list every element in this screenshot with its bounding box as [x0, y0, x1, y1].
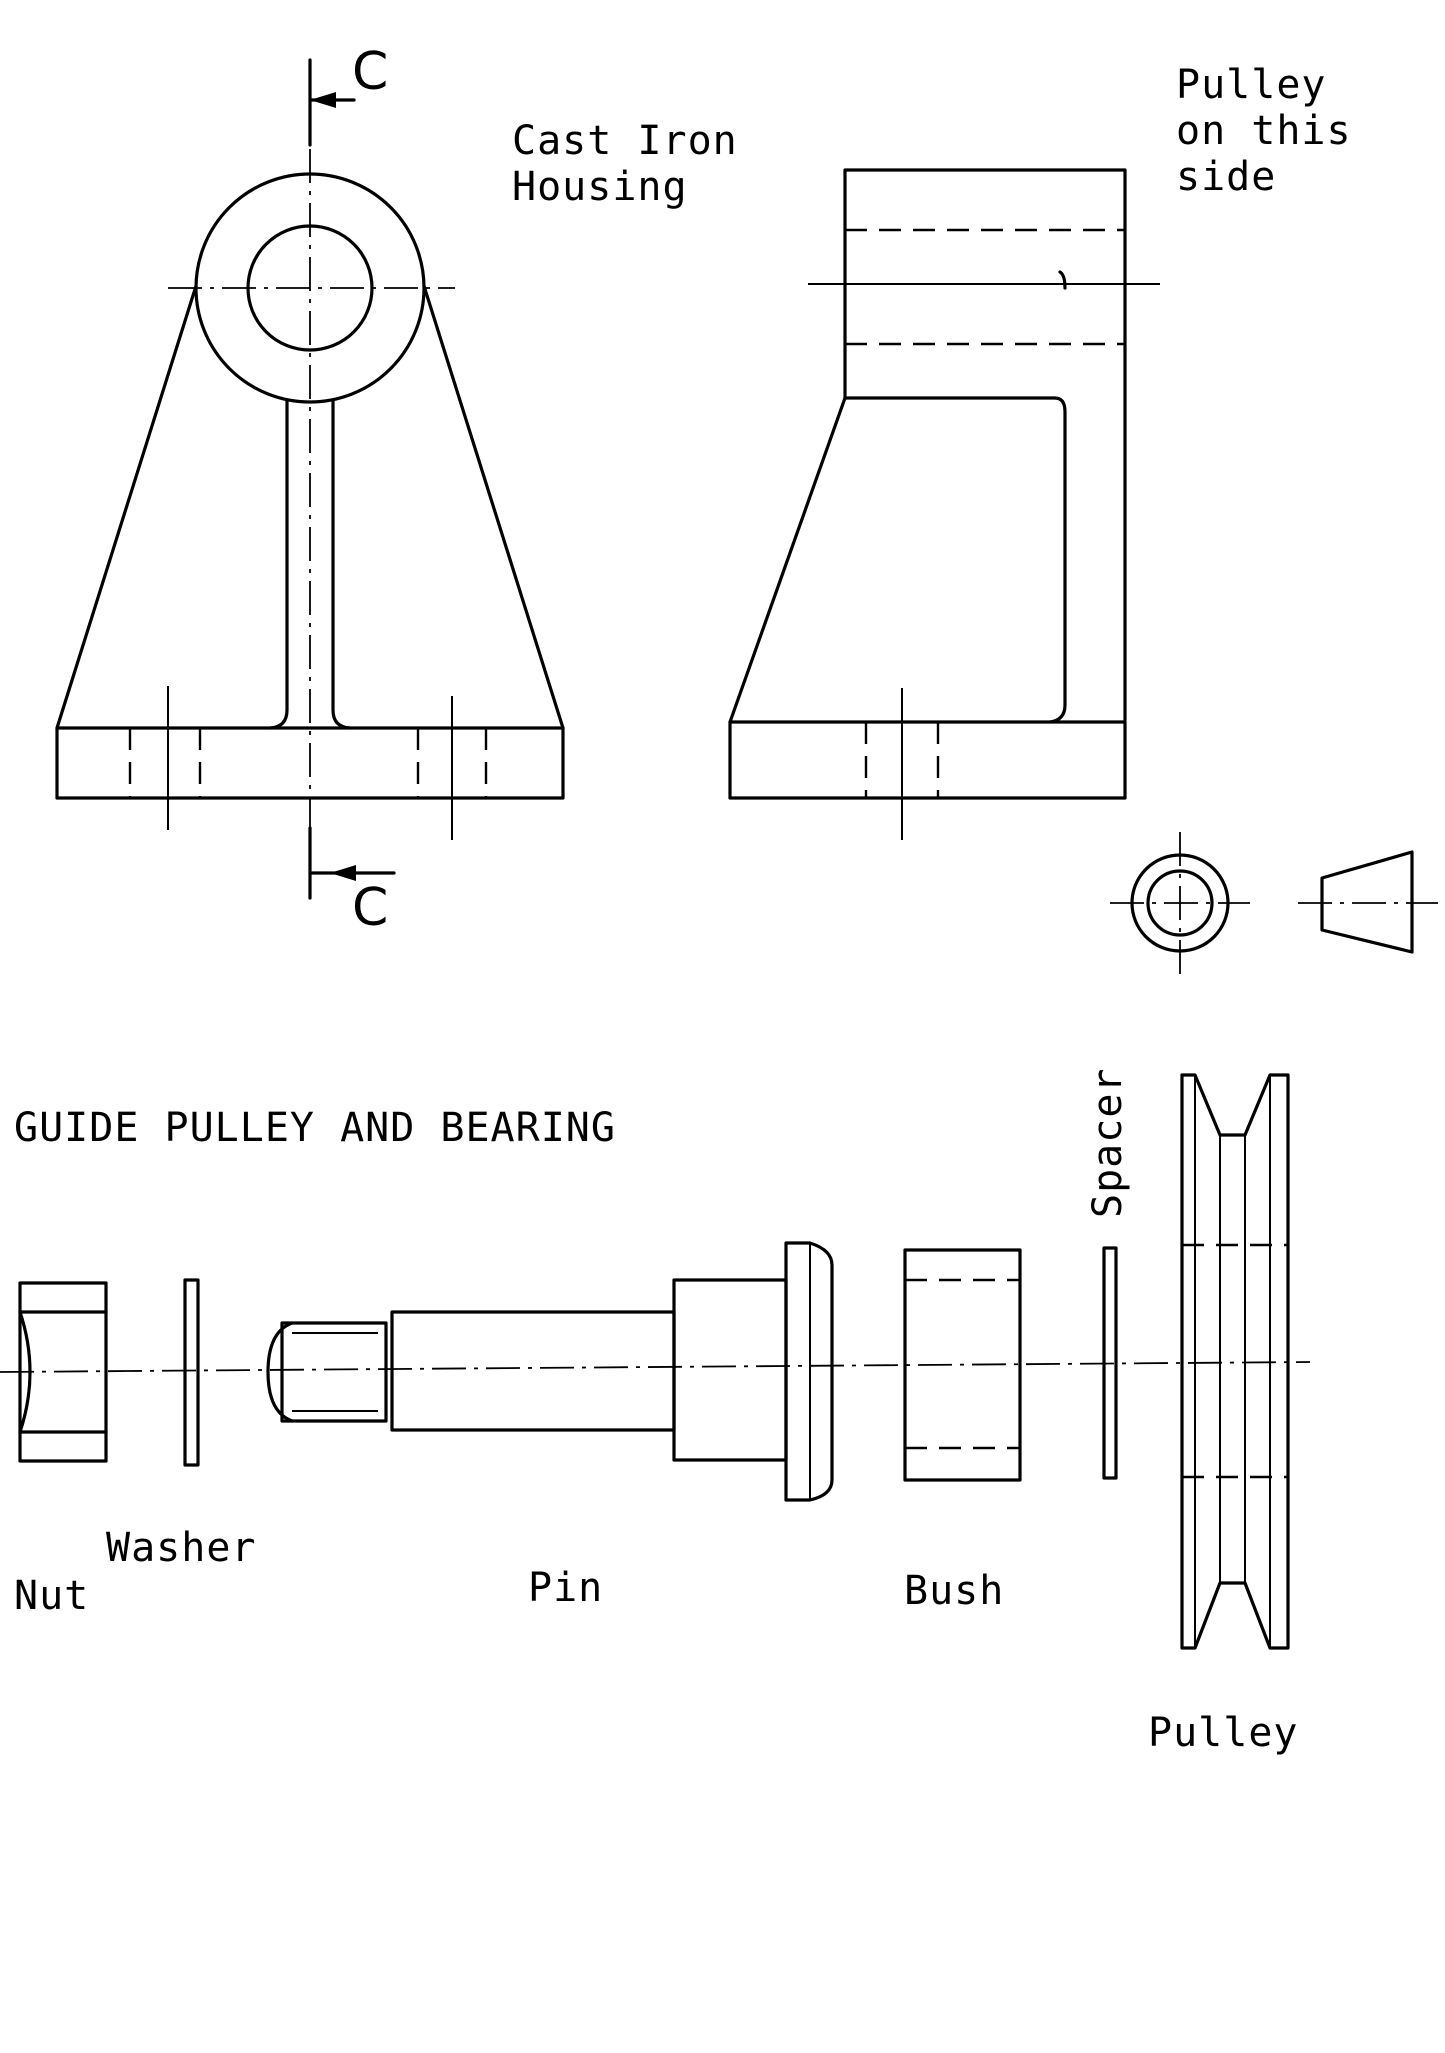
housing-side-view: [728, 168, 1160, 840]
pin-part: [266, 1241, 834, 1502]
section-label-top: C: [352, 42, 390, 102]
housing-label: Cast Iron Housing: [512, 118, 738, 210]
bush-part: [903, 1248, 1022, 1482]
housing-front-view: [55, 95, 565, 840]
drawing-title: GUIDE PULLEY AND BEARING: [14, 1105, 616, 1151]
section-plane-cc: [308, 58, 396, 900]
pin-label: Pin: [528, 1565, 604, 1611]
spacer-label: Spacer: [1085, 1067, 1131, 1219]
washer-part: [183, 1278, 200, 1467]
assembly-centerline: [0, 1361, 1311, 1373]
nut-label: Nut: [14, 1573, 90, 1619]
bush-label: Bush: [904, 1568, 1005, 1614]
pulley-side-note: Pulley on this side: [1176, 62, 1352, 200]
small-detail-views: [1110, 832, 1438, 975]
washer-label: Washer: [106, 1525, 257, 1571]
pulley-label: Pulley: [1148, 1710, 1299, 1756]
section-label-bottom: C: [352, 878, 390, 938]
